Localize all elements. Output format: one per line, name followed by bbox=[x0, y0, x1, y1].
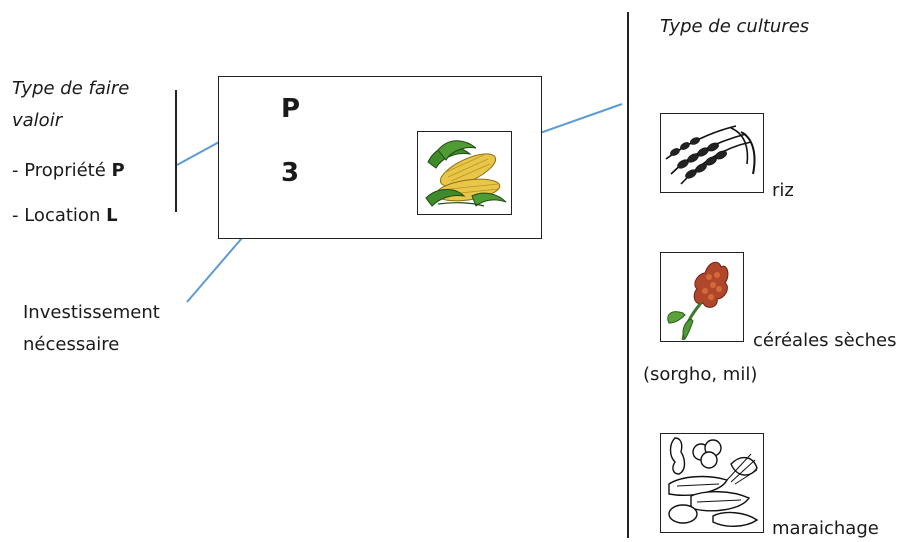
sorghum-icon bbox=[660, 252, 744, 342]
crop-types-title: Type de cultures bbox=[660, 16, 810, 37]
crop-label-vegetables: maraichage bbox=[772, 518, 879, 539]
tenure-legend-item-propriete: - Propriété P bbox=[12, 160, 125, 182]
tenure-item-code: L bbox=[106, 205, 118, 226]
card-investment-value: 3 bbox=[281, 158, 300, 188]
tenure-item-label: - Propriété bbox=[12, 160, 112, 181]
crop-label-cereals-line2: (sorgho, mil) bbox=[643, 364, 758, 385]
crop-label-rice: riz bbox=[772, 180, 794, 201]
tenure-legend-divider bbox=[175, 90, 177, 212]
tenure-legend-title-line1: Type de faire bbox=[12, 78, 130, 99]
tenure-legend-title-line2: valoir bbox=[12, 110, 63, 131]
investment-label-line1: Investissement bbox=[23, 302, 160, 323]
tenure-item-label: - Location bbox=[12, 205, 107, 226]
card-tenure-code: P bbox=[281, 94, 301, 124]
investment-label-line2: nécessaire bbox=[23, 334, 120, 355]
vegetables-icon bbox=[660, 433, 764, 533]
tenure-legend-item-location: - Location L bbox=[12, 205, 118, 227]
tenure-item-code: P bbox=[111, 160, 125, 181]
maize-icon bbox=[417, 131, 512, 215]
crop-label-cereals-line1: céréales sèches bbox=[753, 330, 897, 351]
crop-types-divider bbox=[627, 12, 629, 538]
rice-icon bbox=[660, 113, 764, 193]
